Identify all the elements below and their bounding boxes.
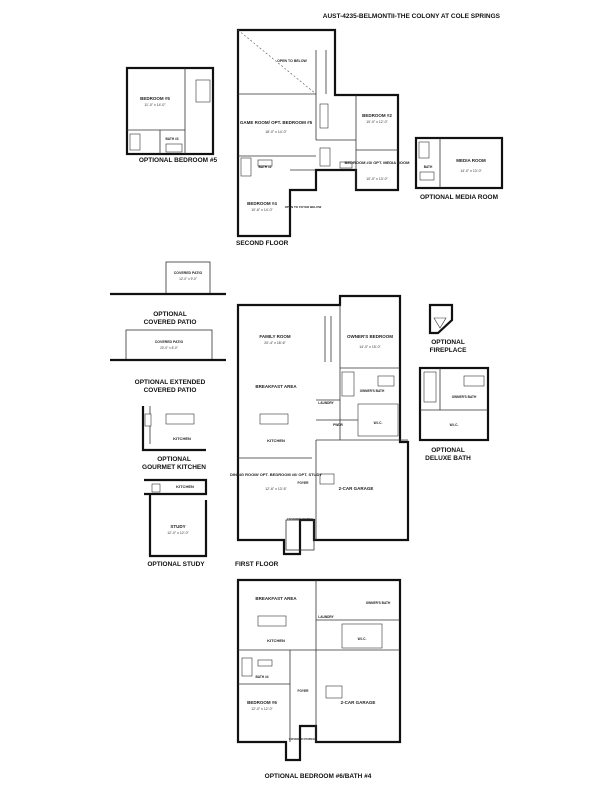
opt-deluxe-bath-plan: OWNER'S BATH W.I.C. <box>418 366 490 442</box>
b6-kitchen-name: KITCHEN <box>267 638 285 643</box>
kitchen-name: KITCHEN <box>267 438 285 443</box>
covered-patio-dim: 12'-0" x 9'-0" <box>179 277 197 281</box>
opt-covered-patio-line1: OPTIONAL <box>153 311 187 318</box>
second-floor-label: SECOND FLOOR <box>236 240 289 247</box>
game-room-name: GAME ROOM/ OPT. BEDROOM #5 <box>240 120 313 125</box>
opt-fireplace-line2: FIREPLACE <box>430 347 468 354</box>
opt-ext-patio-line2: COVERED PATIO <box>144 387 197 394</box>
game-room-dim: 18'-0" x 14'-0" <box>265 130 287 134</box>
garage-name: 2-CAR GARAGE <box>339 486 374 491</box>
media-bath-name: BATH <box>424 165 433 169</box>
opt-bedroom5-plan: BEDROOM #5 11'-0" x 14'-0" BATH #3 <box>125 66 215 156</box>
bedroom4-name: BEDROOM #4 <box>247 201 277 206</box>
breakfast-name: BREAKFAST AREA <box>255 384 297 389</box>
laundry-name: LAUNDRY <box>318 401 334 405</box>
gourmet-kitchen-name: KITCHEN <box>173 436 191 441</box>
opt-bedroom6-plan: BREAKFAST AREA OWNER'S BATH LAUNDRY W.I.… <box>236 578 402 762</box>
opt-covered-patio-plan: COVERED PATIO 12'-0" x 9'-0" <box>110 261 226 296</box>
opt-ext-patio-line1: OPTIONAL EXTENDED <box>135 379 206 386</box>
opt-gourmet-line1: OPTIONAL <box>157 456 191 463</box>
ext-patio-name: COVERED PATIO <box>155 340 184 344</box>
bedroom5-name: BEDROOM #5 <box>140 96 170 101</box>
b6-wic-name: W.I.C. <box>358 637 367 641</box>
deluxe-bath-name: OWNER'S BATH <box>452 395 477 399</box>
open-below-label: OPEN TO BELOW <box>277 59 307 63</box>
bath5-name: BATH #3 <box>165 137 178 141</box>
bedroom2-dim: 10'-0" x 12'-0" <box>366 120 388 124</box>
wic-name: W.I.C. <box>374 421 383 425</box>
bedroom6-dim: 12'-0" x 12'-0" <box>251 707 273 711</box>
open-foyer-label: OPEN TO FOYER BELOW <box>285 205 322 209</box>
opt-extended-patio-plan: COVERED PATIO 20'-0" x 8'-0" <box>110 329 226 362</box>
bedroom5-dim: 11'-0" x 14'-0" <box>144 103 166 107</box>
b6-covered-porch-name: COVERED PORCH <box>289 737 316 741</box>
bedroom6-name: BEDROOM #6 <box>247 700 277 705</box>
media-room-name: MEDIA ROOM <box>456 158 486 163</box>
foyer-name: FOYER <box>298 481 310 485</box>
family-room-dim: 20'-4" x 18'-6" <box>264 341 286 345</box>
opt-media-room-label: OPTIONAL MEDIA ROOM <box>420 194 498 201</box>
opt-bedroom5-label: OPTIONAL BEDROOM #5 <box>139 157 218 164</box>
first-floor-label: FIRST FLOOR <box>235 561 279 568</box>
opt-gourmet-line2: GOURMET KITCHEN <box>142 464 206 471</box>
b6-foyer-name: FOYER <box>298 689 310 693</box>
family-room-name: FAMILY ROOM <box>259 334 291 339</box>
study-name: STUDY <box>170 524 185 529</box>
covered-patio-name: COVERED PATIO <box>174 271 203 275</box>
media-room-dim: 14'-0" x 13'-0" <box>460 169 482 173</box>
bedroom3-dim: 10'-0" x 13'-0" <box>366 177 388 181</box>
dining-dim: 12'-6" x 13'-6" <box>265 487 287 491</box>
study-kitchen-name: KITCHEN <box>176 484 194 489</box>
b6-breakfast-name: BREAKFAST AREA <box>255 596 297 601</box>
second-floor-plan: OPEN TO BELOW GAME ROOM/ OPT. BEDROOM #5… <box>236 28 411 238</box>
bath2-name: BATH #2 <box>258 165 271 169</box>
powder-name: PWDR <box>333 423 343 427</box>
study-dim: 12'-0" x 12'-0" <box>167 531 189 535</box>
opt-gourmet-kitchen-plan: KITCHEN <box>141 406 206 452</box>
b6-garage-name: 2-CAR GARAGE <box>341 700 376 705</box>
deluxe-wic-name: W.I.C. <box>450 423 459 427</box>
covered-porch-name: COVERED PORCH <box>287 517 314 521</box>
bath4-name: BATH #4 <box>255 675 268 679</box>
ext-patio-dim: 20'-0" x 8'-0" <box>160 346 178 350</box>
opt-study-plan: KITCHEN STUDY 12'-0" x 12'-0" <box>144 478 208 558</box>
sheet-title: AUST-4235-BELMONTII-THE COLONY AT COLE S… <box>323 13 501 20</box>
owners-bath-name: OWNER'S BATH <box>360 389 385 393</box>
b6-owners-bath-name: OWNER'S BATH <box>366 601 391 605</box>
opt-fireplace-plan <box>428 303 454 335</box>
opt-study-label: OPTIONAL STUDY <box>147 561 205 568</box>
owners-bedroom-name: OWNER'S BEDROOM <box>347 334 393 339</box>
bedroom2-name: BEDROOM #2 <box>362 113 392 118</box>
b6-laundry-name: LAUNDRY <box>318 615 334 619</box>
opt-bedroom6-label: OPTIONAL BEDROOM #6/BATH #4 <box>265 773 372 780</box>
first-floor-plan: FAMILY ROOM 20'-4" x 18'-6" BREAKFAST AR… <box>230 294 410 556</box>
opt-covered-patio-line2: COVERED PATIO <box>144 319 197 326</box>
owners-bedroom-dim: 14'-0" x 15'-0" <box>359 345 381 349</box>
opt-media-room-plan: BATH MEDIA ROOM 14'-0" x 13'-0" <box>414 136 504 190</box>
opt-deluxe-line1: OPTIONAL <box>431 447 465 454</box>
dining-name: DINING ROOM/ OPT. BEDROOM #6/ OPT. STUDY <box>230 472 322 477</box>
bedroom3-name: BEDROOM #3/ OPT. MEDIA ROOM <box>345 160 411 165</box>
opt-deluxe-line2: DELUXE BATH <box>425 455 471 462</box>
opt-fireplace-line1: OPTIONAL <box>431 339 465 346</box>
bedroom4-dim: 10'-6" x 14'-0" <box>251 208 273 212</box>
